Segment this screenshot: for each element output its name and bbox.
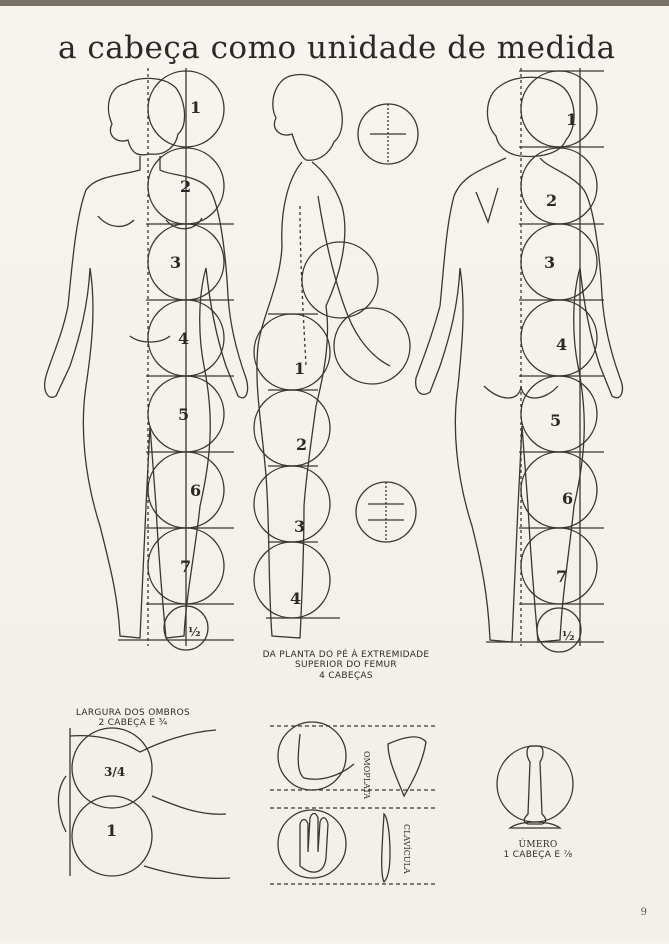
front-num-half: ½ — [188, 625, 201, 639]
side-caption-line-2: SUPERIOR DO FEMUR — [236, 660, 456, 670]
humerus-diagram — [497, 746, 573, 828]
shoulder-fraction: 3/4 — [104, 765, 125, 779]
back-figure — [416, 68, 623, 652]
anatomy-illustration: 1 2 3 4 5 6 7 ½ 1 2 3 4 1 2 3 4 5 6 7 ½ … — [0, 6, 669, 944]
shoulders-caption-line-1: LARGURA DOS OMBROS — [58, 708, 208, 718]
back-num-5: 5 — [550, 411, 561, 430]
front-num-5: 5 — [178, 405, 189, 424]
back-num-3: 3 — [544, 253, 555, 272]
back-num-1: 1 — [566, 110, 577, 129]
front-num-6: 6 — [190, 481, 201, 500]
omero-caption: ÚMERO 1 CABEÇA E ⅞ — [488, 840, 588, 861]
front-figure — [45, 68, 248, 650]
front-num-3: 3 — [170, 253, 181, 272]
shoulders-caption: LARGURA DOS OMBROS 2 CABEÇA E ¾ — [58, 708, 208, 729]
back-num-6: 6 — [562, 489, 573, 508]
back-num-half: ½ — [562, 629, 575, 643]
side-num-2: 2 — [296, 435, 307, 454]
back-num-2: 2 — [546, 191, 557, 210]
omero-caption-line-2: 1 CABEÇA E ⅞ — [488, 850, 588, 860]
front-num-1: 1 — [190, 98, 201, 117]
omoplata-label: OMOPLATA — [362, 751, 371, 799]
shoulders-caption-line-2: 2 CABEÇA E ¾ — [58, 718, 208, 728]
back-num-7: 7 — [556, 567, 567, 586]
side-num-1: 1 — [294, 359, 305, 378]
shoulder-one: 1 — [106, 821, 117, 840]
side-caption-line-1: DA PLANTA DO PÉ À EXTREMIDADE — [236, 650, 456, 660]
side-caption-line-3: 4 CABEÇAS — [236, 671, 456, 681]
page-number: 9 — [641, 907, 647, 918]
side-caption: DA PLANTA DO PÉ À EXTREMIDADE SUPERIOR D… — [236, 650, 456, 681]
side-num-3: 3 — [294, 517, 305, 536]
front-num-7: 7 — [180, 557, 191, 576]
front-num-4: 4 — [178, 329, 189, 348]
front-num-2: 2 — [180, 177, 191, 196]
back-num-4: 4 — [556, 335, 567, 354]
side-num-4: 4 — [290, 589, 301, 608]
shoulder-diagram — [58, 728, 230, 878]
omero-caption-line-1: ÚMERO — [488, 840, 588, 850]
side-figure — [254, 75, 418, 638]
clavicula-label: CLAVÍCULA — [402, 824, 411, 874]
